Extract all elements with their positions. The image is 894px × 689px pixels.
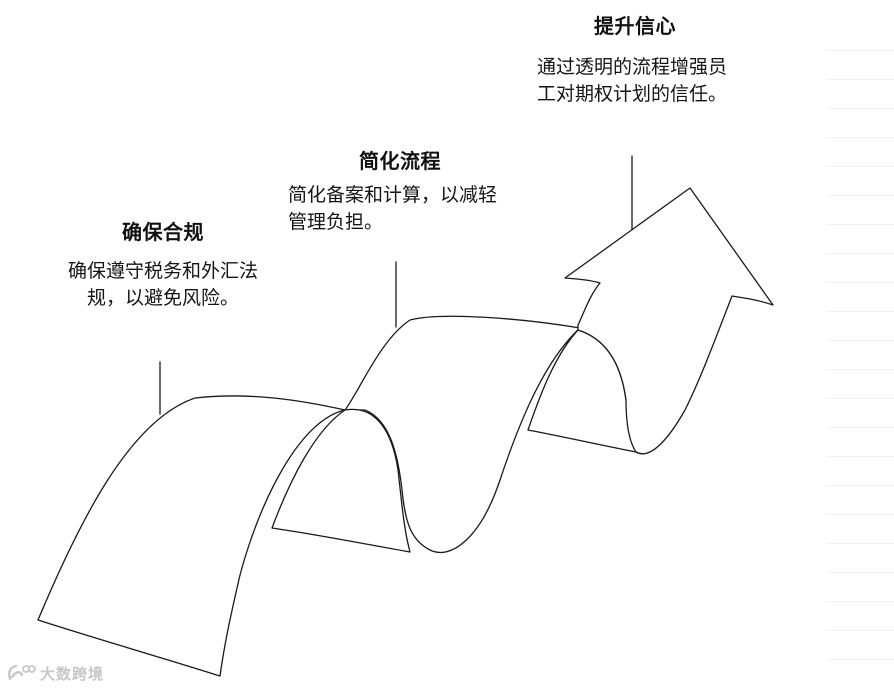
step-title-compliance: 确保合规: [122, 220, 204, 244]
band-segment-1: [37, 395, 346, 677]
step-description-simplify: 简化备案和计算，以减轻管理负担。: [288, 184, 498, 233]
background-rule-lines: [826, 22, 894, 662]
step-description-confidence: 通过透明的流程增强员工对期权计划的信任。: [536, 56, 727, 105]
band-segment-2: [344, 315, 581, 554]
watermark-logo-icon: [8, 664, 36, 681]
arrow-head: [564, 187, 774, 455]
band-fold-1: [271, 408, 411, 553]
watermark: 大数跨境: [6, 661, 104, 685]
step-title-simplify: 简化流程: [359, 149, 441, 173]
watermark-text: 大数跨境: [40, 664, 105, 683]
step-title-confidence: 提升信心: [594, 14, 676, 38]
step-description-compliance: 确保遵守税务和外汇法规，以避免风险。: [67, 260, 258, 309]
